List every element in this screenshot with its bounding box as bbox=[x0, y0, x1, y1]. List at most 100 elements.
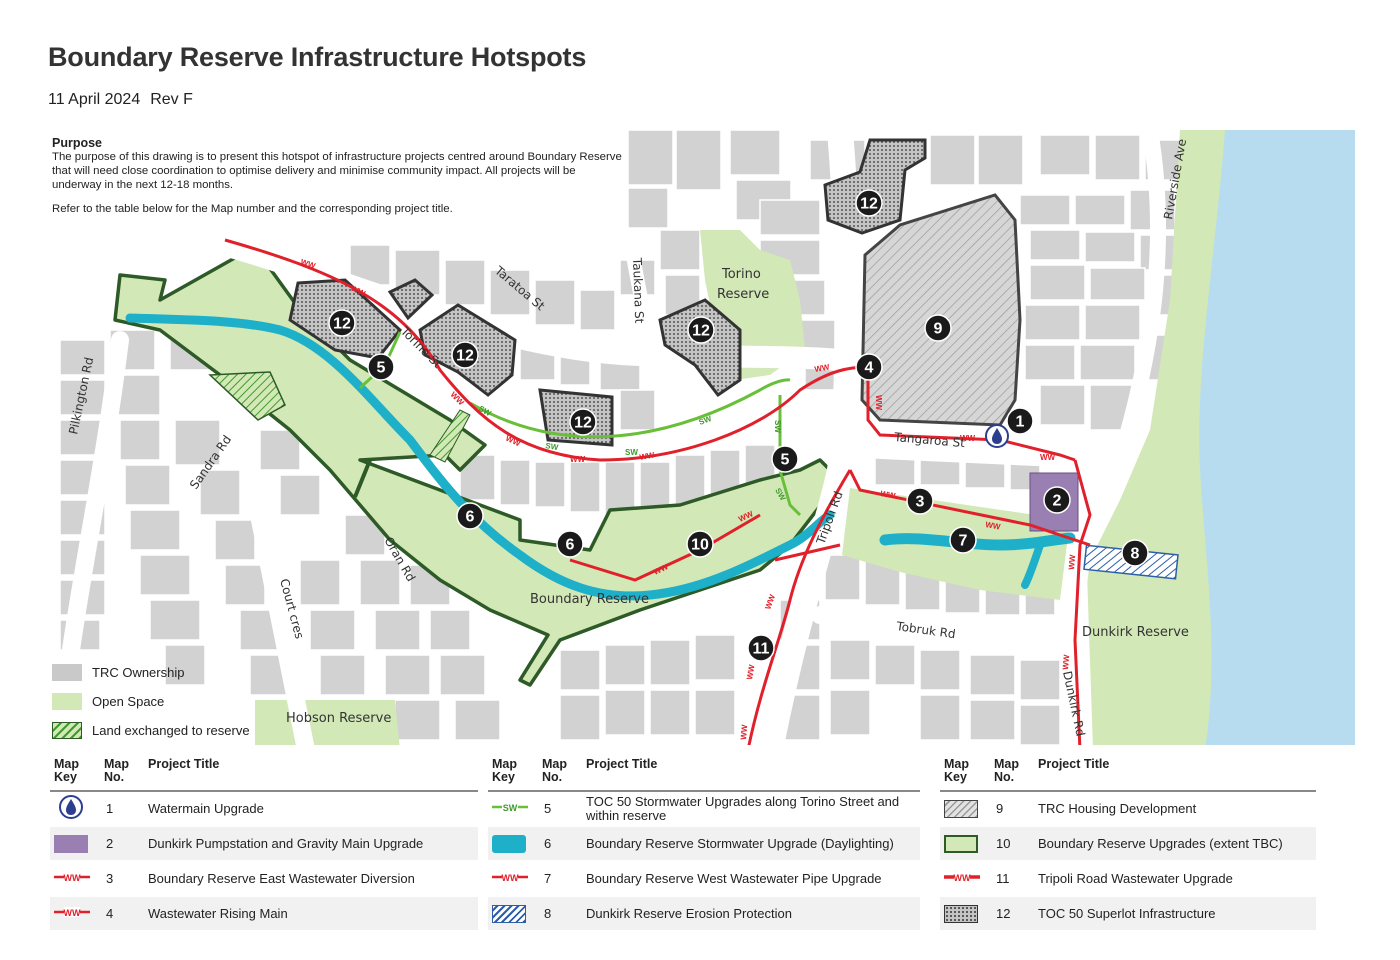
table-row[interactable]: WW 4 Wastewater Rising Main bbox=[50, 896, 478, 932]
table-row[interactable]: 1 Watermain Upgrade bbox=[50, 791, 478, 827]
project-title: Wastewater Rising Main bbox=[144, 896, 478, 932]
table-row[interactable]: 2 Dunkirk Pumpstation and Gravity Main U… bbox=[50, 826, 478, 862]
map-legend: TRC Ownership Open Space Land exchanged … bbox=[52, 658, 250, 745]
map-no: 8 bbox=[538, 896, 582, 932]
infrastructure-map[interactable]: WW WW WW WW WW WW WW WW WW WW WW WW WW W… bbox=[0, 0, 1400, 750]
ww-tag: WW bbox=[814, 362, 831, 374]
map-no: 5 bbox=[538, 791, 582, 827]
ww-tag: WW bbox=[960, 434, 976, 443]
map-marker-12[interactable]: 12 bbox=[328, 309, 356, 337]
marker-label: 1 bbox=[1016, 414, 1025, 431]
green-outline-icon bbox=[940, 826, 990, 862]
ww-tag: WW bbox=[880, 489, 897, 501]
ww-tag: WW bbox=[64, 908, 81, 918]
map-marker-5[interactable]: 5 bbox=[367, 353, 395, 381]
col-map-no: Map No. bbox=[990, 754, 1034, 792]
ww-tag: WW bbox=[502, 873, 519, 883]
marker-label: 7 bbox=[959, 533, 968, 550]
green-box-icon bbox=[52, 693, 82, 710]
ww-tag: WW bbox=[954, 873, 971, 883]
map-no: 7 bbox=[538, 861, 582, 897]
green-hatch-box-icon bbox=[52, 722, 82, 739]
table-row[interactable]: 8 Dunkirk Reserve Erosion Protection bbox=[488, 896, 920, 932]
map-marker-12[interactable]: 12 bbox=[687, 316, 715, 344]
place-torino-reserve-1: Torino bbox=[721, 267, 761, 282]
legend-label: TRC Ownership bbox=[92, 665, 185, 680]
daylighting-stream bbox=[125, 313, 1076, 601]
ww-tag: WW bbox=[985, 520, 1002, 532]
col-project-title: Project Title bbox=[582, 754, 920, 792]
col-map-no: Map No. bbox=[538, 754, 582, 792]
project-title: Boundary Reserve West Wastewater Pipe Up… bbox=[582, 861, 920, 897]
map-marker-9[interactable]: 9 bbox=[924, 314, 952, 342]
ww-tag: WW bbox=[570, 455, 586, 464]
table-row[interactable]: 9 TRC Housing Development bbox=[940, 791, 1316, 827]
map-marker-5[interactable]: 5 bbox=[771, 445, 799, 473]
ww-tag: WW bbox=[1061, 654, 1071, 670]
map-marker-12[interactable]: 12 bbox=[569, 408, 597, 436]
map-marker-11[interactable]: 11 bbox=[747, 634, 775, 662]
map-no: 6 bbox=[538, 826, 582, 862]
purpose-note: Refer to the table below for the Map num… bbox=[52, 203, 453, 215]
col-map-key: Map Key bbox=[50, 754, 100, 792]
project-title: Dunkirk Reserve Erosion Protection bbox=[582, 896, 920, 932]
water-drop-icon bbox=[50, 791, 100, 827]
map-marker-12[interactable]: 12 bbox=[855, 189, 883, 217]
map-no: 11 bbox=[990, 861, 1034, 897]
marker-label: 4 bbox=[865, 360, 874, 377]
map-marker-1[interactable]: 1 bbox=[1006, 407, 1034, 435]
table-row[interactable]: WW 11 Tripoli Road Wastewater Upgrade bbox=[940, 861, 1316, 897]
ww-line-icon: WW bbox=[488, 861, 538, 897]
map-marker-8[interactable]: 8 bbox=[1121, 539, 1149, 567]
marker-label: 6 bbox=[566, 537, 575, 554]
table-row[interactable]: 12 TOC 50 Superlot Infrastructure bbox=[940, 896, 1316, 932]
map-marker-2[interactable]: 2 bbox=[1043, 486, 1071, 514]
map-no: 2 bbox=[100, 826, 144, 862]
map-no: 12 bbox=[990, 896, 1034, 932]
legend-item-trc-ownership: TRC Ownership bbox=[52, 658, 250, 687]
sw-line-icon: SW bbox=[488, 791, 538, 827]
purpose-heading: Purpose bbox=[52, 136, 103, 150]
sw-tag: SW bbox=[503, 803, 518, 813]
map-marker-4[interactable]: 4 bbox=[855, 353, 883, 381]
date-text: 11 April 2024 bbox=[48, 91, 141, 108]
table-row[interactable]: WW 7 Boundary Reserve West Wastewater Pi… bbox=[488, 861, 920, 897]
table-row[interactable]: WW 3 Boundary Reserve East Wastewater Di… bbox=[50, 861, 478, 897]
map-no: 9 bbox=[990, 791, 1034, 827]
ww-tag: WW bbox=[745, 663, 757, 680]
col-map-key: Map Key bbox=[940, 754, 990, 792]
table-row[interactable]: SW 5 TOC 50 Stormwater Upgrades along To… bbox=[488, 791, 920, 827]
project-title: Tripoli Road Wastewater Upgrade bbox=[1034, 861, 1316, 897]
map-marker-7[interactable]: 7 bbox=[949, 526, 977, 554]
ww-tag: WW bbox=[639, 450, 656, 462]
map-no: 4 bbox=[100, 896, 144, 932]
map-no: 3 bbox=[100, 861, 144, 897]
col-project-title: Project Title bbox=[144, 754, 478, 792]
marker-label: 2 bbox=[1053, 493, 1062, 510]
purple-box-icon bbox=[50, 826, 100, 862]
project-table-3: Map Key Map No. Project Title 9 TRC Hous… bbox=[940, 754, 1316, 932]
ww-tag: WW bbox=[874, 395, 883, 411]
map-marker-6[interactable]: 6 bbox=[456, 502, 484, 530]
marker-label: 12 bbox=[456, 348, 474, 365]
legend-item-land-exchanged: Land exchanged to reserve bbox=[52, 716, 250, 745]
purpose-body: The purpose of this drawing is to presen… bbox=[52, 151, 622, 191]
water-drop-icon[interactable] bbox=[985, 424, 1009, 448]
project-title: Boundary Reserve Stormwater Upgrade (Day… bbox=[582, 826, 920, 862]
marker-label: 12 bbox=[860, 196, 878, 213]
map-marker-6[interactable]: 6 bbox=[556, 530, 584, 558]
legend-item-open-space: Open Space bbox=[52, 687, 250, 716]
superlot-areas bbox=[288, 138, 927, 447]
project-title: Boundary Reserve East Wastewater Diversi… bbox=[144, 861, 478, 897]
map-marker-12[interactable]: 12 bbox=[451, 341, 479, 369]
ww-line-icon: WW bbox=[940, 861, 990, 897]
project-title: TOC 50 Superlot Infrastructure bbox=[1034, 896, 1316, 932]
marker-label: 12 bbox=[692, 323, 710, 340]
map-marker-10[interactable]: 10 bbox=[686, 530, 714, 558]
ww-tag: WW bbox=[1067, 554, 1077, 570]
map-marker-3[interactable]: 3 bbox=[906, 487, 934, 515]
table-row[interactable]: 10 Boundary Reserve Upgrades (extent TBC… bbox=[940, 826, 1316, 862]
place-torino-reserve-2: Reserve bbox=[717, 287, 769, 302]
table-row[interactable]: 6 Boundary Reserve Stormwater Upgrade (D… bbox=[488, 826, 920, 862]
